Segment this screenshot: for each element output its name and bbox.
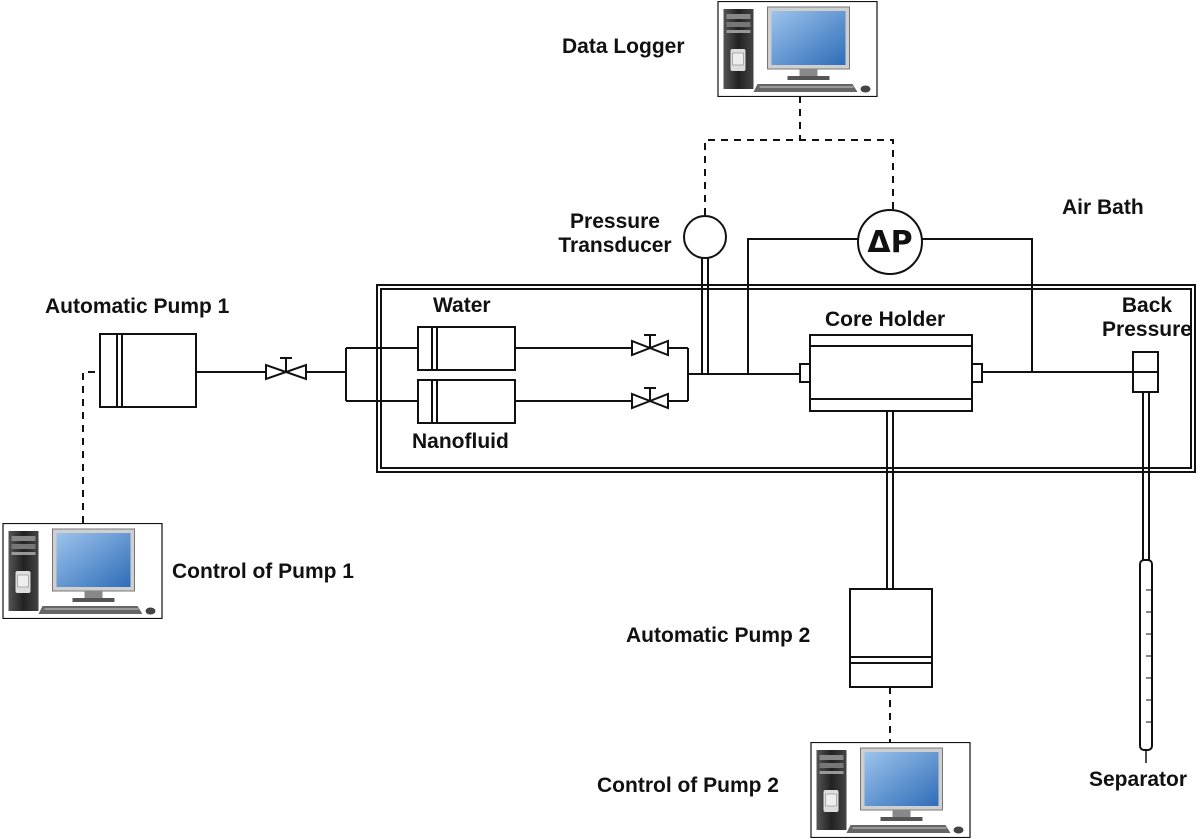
back-pressure-label: Back Pressure: [1100, 294, 1194, 342]
signal-lines: [82, 96, 894, 742]
valve-1-icon: [265, 357, 307, 381]
pump-2-computer-icon: [810, 742, 971, 838]
pump-1-icon: [99, 333, 197, 408]
data-logger-label: Data Logger: [562, 35, 685, 58]
nanofluid-cylinder-icon: [417, 379, 516, 424]
water-cylinder-icon: [417, 326, 516, 371]
pressure-transducer-label-line2: Transducer: [558, 234, 672, 258]
pump-2-icon: [849, 588, 933, 688]
data-logger-computer-icon: [717, 1, 878, 97]
valve-water-icon: [631, 334, 669, 357]
air-bath-enclosure-inner: [380, 288, 1192, 469]
nanofluid-label: Nanofluid: [412, 430, 509, 453]
water-label: Water: [433, 294, 491, 317]
back-pressure-label-line1: Back: [1121, 294, 1173, 317]
core-holder-icon: [799, 334, 983, 412]
pressure-transducer-label-line1: Pressure: [570, 210, 660, 233]
back-pressure-label-line2: Pressure: [1102, 318, 1192, 342]
control-of-pump-1-label: Control of Pump 1: [172, 560, 354, 583]
pressure-transducer-label: Pressure Transducer: [552, 210, 678, 258]
air-bath-label: Air Bath: [1062, 196, 1144, 219]
air-bath-enclosure-outer: [376, 284, 1196, 473]
automatic-pump-1-label: Automatic Pump 1: [45, 295, 230, 318]
separator-label: Separator: [1089, 768, 1188, 791]
delta-p-label: ΔP: [867, 224, 913, 260]
pump-1-computer-icon: [2, 523, 163, 619]
separator-tube-icon: [1139, 559, 1153, 763]
valve-nanofluid-icon: [631, 387, 669, 410]
automatic-pump-2-label: Automatic Pump 2: [626, 624, 811, 647]
pressure-transducer-icon: [683, 215, 727, 259]
differential-pressure-gauge-icon: [857, 209, 923, 275]
core-holder-label: Core Holder: [825, 308, 946, 331]
control-of-pump-2-label: Control of Pump 2: [597, 774, 779, 797]
back-pressure-regulator-icon: [1132, 351, 1159, 393]
